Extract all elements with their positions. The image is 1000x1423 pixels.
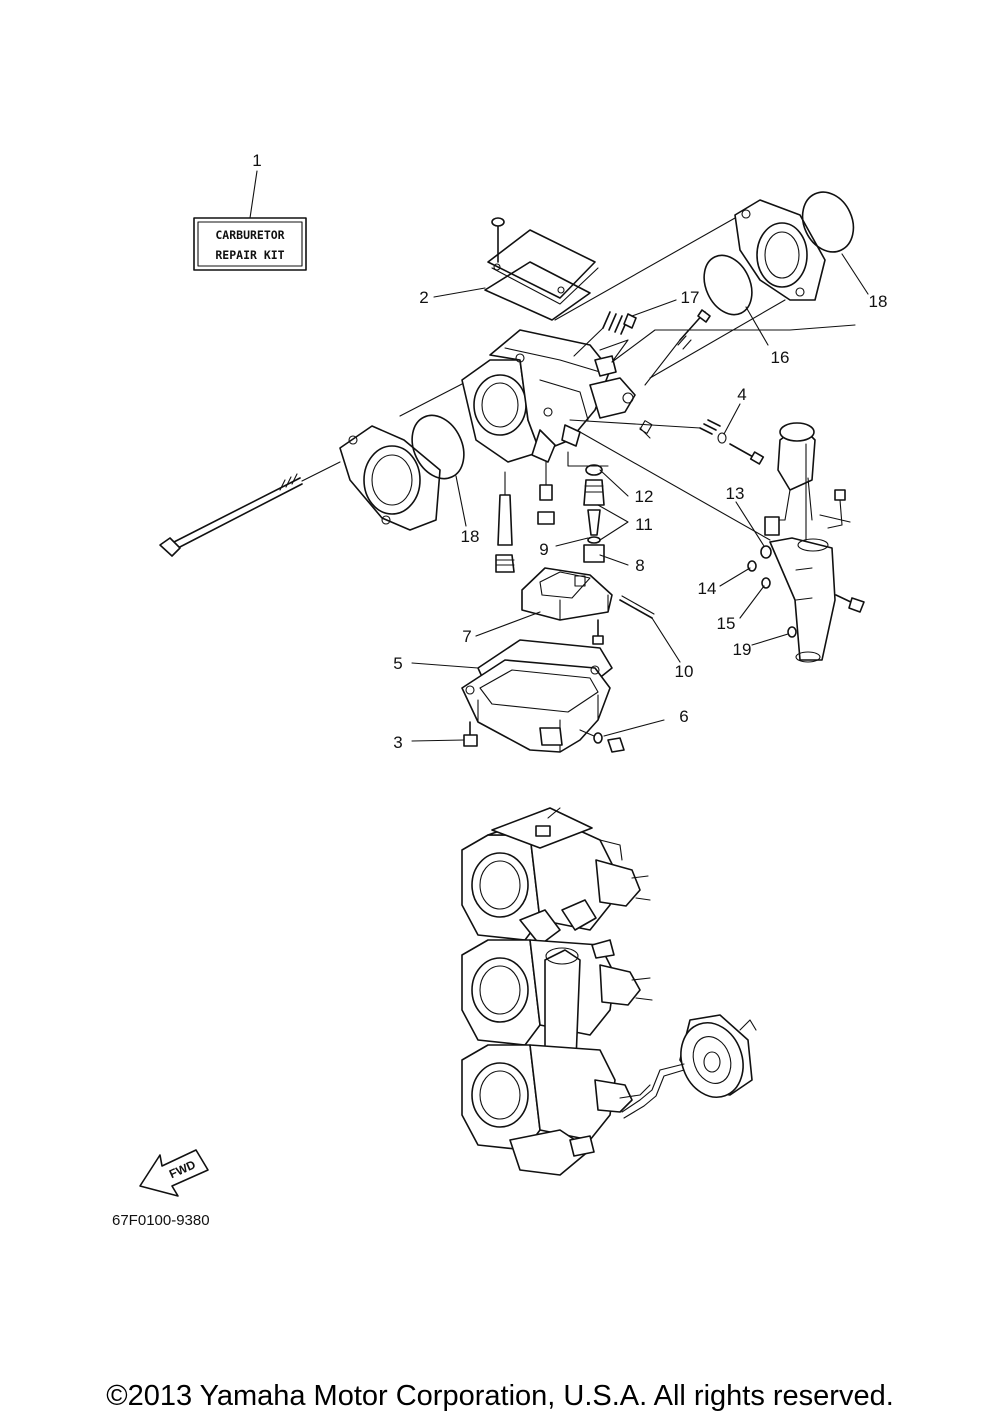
intake-flange-right [734,199,826,301]
repair-kit-box: CARBURETOR REPAIR KIT [193,170,307,271]
callout-11: 11 [635,515,653,534]
callout-10: 10 [675,662,694,681]
exploded-assembly [159,191,865,753]
callout-7: 7 [462,627,471,646]
callout-12: 12 [635,487,654,506]
repair-kit-line2: REPAIR KIT [215,248,284,262]
callout-14: 14 [698,579,717,598]
repair-kit-line1: CARBURETOR [215,228,284,242]
intake-flange-left [339,425,441,531]
callout-5: 5 [393,654,402,673]
callout-18-left: 18 [461,527,480,546]
callout-numbers: 1 2 3 4 5 6 7 8 9 10 11 12 13 14 15 16 1… [252,151,887,752]
assembled-carburetor-stack [461,807,757,1176]
float [521,567,613,621]
o-ring-16 [703,254,753,316]
callout-19: 19 [733,640,752,659]
part-code: 67F0100-9380 [112,1212,210,1229]
callout-16: 16 [771,348,790,367]
callout-13: 13 [726,484,745,503]
callout-9: 9 [539,540,548,559]
spring-17 [573,311,637,357]
enrichener-assembly [579,422,865,663]
pilot-screw [569,419,765,465]
copyright-notice: ©2013 Yamaha Motor Corporation, U.S.A. A… [106,1380,894,1412]
callout-3: 3 [393,733,402,752]
o-ring-18-right [801,191,855,253]
callout-1: 1 [252,151,261,170]
jets-group [495,451,609,573]
callout-leaders [411,253,869,742]
cover-gasket [484,261,591,321]
throttle-stop-screw [644,309,711,386]
top-cover [487,217,599,305]
drain-screw-3 [463,721,478,747]
callout-18-right: 18 [869,292,888,311]
callout-4: 4 [737,385,746,404]
o-ring-18-left [411,414,465,480]
long-through-bolt [159,383,463,557]
fwd-arrow: FWD [139,1149,209,1197]
float-pin [619,599,653,619]
drain-screw-6 [579,729,625,753]
callout-17: 17 [681,288,700,307]
float-screw [592,619,604,645]
float-bowl [461,659,611,753]
callout-6: 6 [679,707,688,726]
callout-8: 8 [635,556,644,575]
callout-2: 2 [419,288,428,307]
carburetor-body [461,329,653,463]
callout-15: 15 [717,614,736,633]
